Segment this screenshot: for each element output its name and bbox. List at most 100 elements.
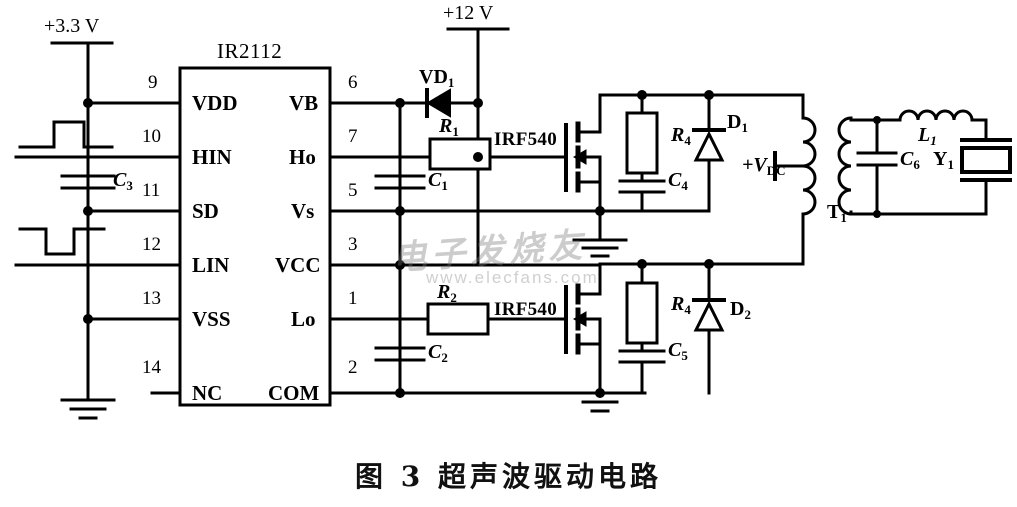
pin-label-ho: Ho — [289, 145, 316, 169]
c3-letter: C — [113, 169, 127, 191]
pin-label-com: COM — [268, 381, 320, 405]
r4-lower-resistor-body — [625, 281, 659, 345]
r4-upper-resistor-body — [625, 111, 659, 175]
pin-label-nc: NC — [192, 381, 223, 405]
t1-label: T1 — [827, 202, 847, 224]
supply-12v-label: +12 V — [443, 2, 494, 24]
r2-resistor-body — [426, 302, 490, 336]
c4-label: C4 — [668, 170, 688, 192]
vd1-label: VD1 — [419, 67, 454, 89]
t1-primary-winding — [801, 116, 817, 216]
dot-r4l-top — [637, 259, 647, 269]
l1-coil — [898, 109, 974, 122]
c6-label: C6 — [900, 149, 920, 171]
d2-subscript: 2 — [744, 307, 751, 323]
pin-label-vdd: VDD — [192, 91, 238, 115]
r4-upper-letter: R — [671, 124, 685, 146]
dot-tank-bottom — [873, 210, 881, 218]
pin-number-2: 2 — [348, 357, 358, 378]
dot-q1-source — [595, 206, 605, 216]
vdc-letter: +V — [742, 154, 767, 176]
r2-letter: R — [437, 281, 451, 303]
vd1-diode-body — [426, 88, 451, 118]
c5-subscript: 5 — [681, 348, 688, 364]
dot-33v-sd — [83, 206, 93, 216]
q2-body-arrow — [573, 311, 587, 327]
pin-label-vb: VB — [289, 91, 319, 115]
vdc-subscript: DC — [766, 163, 786, 179]
pin-label-vs: Vs — [291, 199, 315, 223]
c4-letter: C — [668, 169, 682, 191]
t1-letter: T — [827, 201, 841, 223]
r4-lower-label: R4 — [671, 294, 691, 316]
c1-subscript: 1 — [441, 178, 448, 194]
d2-diode-body — [693, 300, 725, 332]
pin-number-7: 7 — [348, 126, 358, 147]
supply-33v-label: +3.3 V — [44, 15, 100, 37]
c6-subscript: 6 — [913, 157, 920, 173]
d2-label: D2 — [730, 299, 751, 321]
pin-number-12: 12 — [142, 234, 161, 255]
r1-subscript: 1 — [452, 124, 459, 140]
dot-vb-node — [395, 98, 405, 108]
mosfet-low-label: IRF540 — [494, 299, 558, 320]
dot-33v-vss — [83, 314, 93, 324]
hin-pulse-waveform — [18, 120, 114, 149]
dot-12v-ho — [473, 152, 483, 162]
pin-number-11: 11 — [142, 180, 161, 201]
mosfet-high-label: IRF540 — [494, 129, 558, 150]
c5-letter: C — [668, 339, 682, 361]
pin-number-10: 10 — [142, 126, 161, 147]
pin-number-9: 9 — [148, 72, 158, 93]
vdc-label: +VDC — [742, 155, 786, 177]
c2-letter: C — [428, 341, 442, 363]
dot-com-node — [395, 388, 405, 398]
r4-lower-letter: R — [671, 293, 685, 315]
dot-d2-top — [704, 259, 714, 269]
ic-body-ir2112 — [178, 66, 332, 407]
d1-label: D1 — [727, 112, 748, 134]
c1-letter: C — [428, 169, 442, 191]
dot-12v-vd1 — [473, 98, 483, 108]
l1-label: L1 — [918, 125, 937, 147]
pin-label-hin: HIN — [192, 145, 232, 169]
dot-q2-source — [595, 388, 605, 398]
dot-vcc-node — [395, 260, 405, 270]
y1-subscript: 1 — [947, 157, 954, 173]
q1-body-arrow — [573, 149, 587, 165]
l1-subscript: 1 — [930, 133, 937, 149]
c1-label: C1 — [428, 170, 448, 192]
pin-label-vcc: VCC — [275, 253, 321, 277]
dot-r4u-top — [637, 90, 647, 100]
pin-number-3: 3 — [348, 234, 358, 255]
r4-lower-subscript: 4 — [684, 302, 691, 318]
c6-letter: C — [900, 148, 914, 170]
vd1-subscript: 1 — [447, 75, 455, 91]
c2-label: C2 — [428, 342, 448, 364]
pin-number-14: 14 — [142, 357, 161, 378]
d1-subscript: 1 — [741, 120, 748, 136]
pin-number-6: 6 — [348, 72, 358, 93]
d1-diode-body — [693, 130, 725, 162]
pin-label-sd: SD — [192, 199, 219, 223]
junction-dots — [83, 90, 881, 398]
r2-subscript: 2 — [450, 290, 457, 306]
pin-label-lin: LIN — [192, 253, 230, 277]
lin-pulse-waveform — [18, 227, 106, 256]
y1-crystal-body — [960, 146, 1012, 174]
r1-letter: R — [439, 115, 453, 137]
r1-label: R1 — [439, 116, 459, 138]
r2-label: R2 — [437, 282, 457, 304]
c3-label: C3 — [113, 170, 133, 192]
c3-subscript: 3 — [126, 178, 133, 194]
dot-tank-top — [873, 116, 881, 124]
dot-33v-vdd — [83, 98, 93, 108]
c5-label: C5 — [668, 340, 688, 362]
ic-title-ir2112: IR2112 — [217, 39, 283, 63]
c4-subscript: 4 — [681, 178, 688, 194]
c2-subscript: 2 — [441, 350, 448, 366]
pin-label-lo: Lo — [291, 307, 316, 331]
pin-label-vss: VSS — [192, 307, 231, 331]
